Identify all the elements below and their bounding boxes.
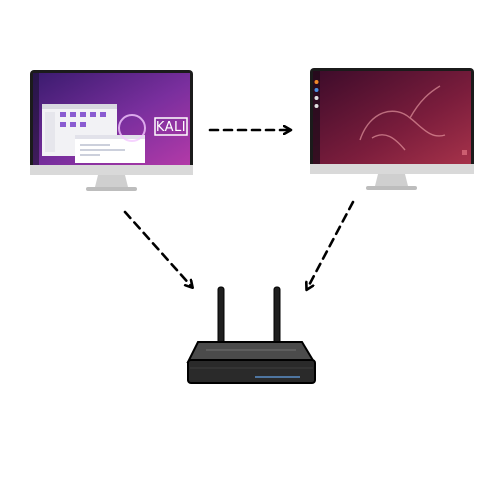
- connector-right-to-router: [307, 200, 355, 289]
- terminal-window: [75, 135, 145, 163]
- right-computer: [310, 68, 474, 190]
- connections: [123, 130, 355, 289]
- kali-logo: [154, 117, 188, 136]
- router: [186, 286, 316, 384]
- router-icon: [186, 286, 316, 384]
- monitor-icon: KALI: [30, 70, 193, 191]
- connector-left-to-router: [123, 210, 192, 287]
- ubuntu-wallpaper: [313, 71, 471, 164]
- kali-logo-text: KALI: [156, 120, 186, 135]
- left-computer: KALI: [30, 70, 193, 191]
- monitor-icon: [310, 68, 474, 190]
